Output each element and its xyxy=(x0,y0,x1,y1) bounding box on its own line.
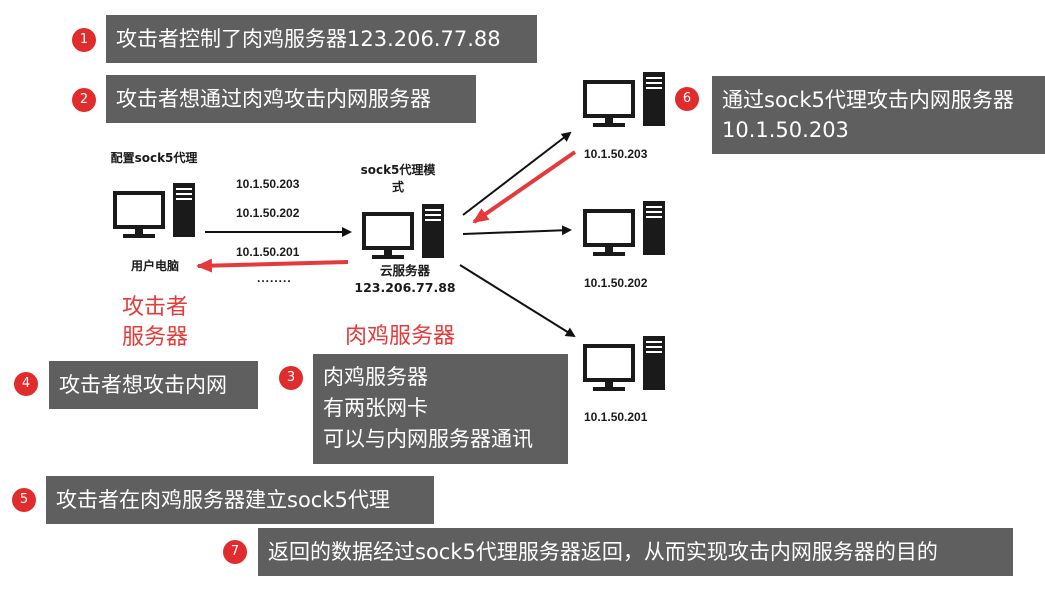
step-7-badge: 7 xyxy=(223,540,247,564)
target-ip-202: 10.1.50.202 xyxy=(584,276,648,290)
link-ip-201: 10.1.50.201 xyxy=(236,245,300,259)
link-ip-203: 10.1.50.203 xyxy=(236,177,300,191)
proxy-bottom-label: 云服务器 123.206.77.88 xyxy=(354,263,456,295)
step-6-badge: 6 xyxy=(675,87,699,111)
target-203-icon xyxy=(583,72,665,127)
arrow-to-202 xyxy=(462,225,572,236)
step-2-callout: 攻击者想通过肉鸡攻击内网服务器 xyxy=(106,75,476,123)
link-ip-ellipsis: ........ xyxy=(257,271,292,285)
attacker-top-label: 配置sock5代理 xyxy=(110,151,198,165)
proxy-top-label: sock5代理模 式 xyxy=(360,163,436,194)
step-4-callout: 攻击者想攻击内网 xyxy=(49,361,258,409)
step-1-callout: 攻击者控制了肉鸡服务器123.206.77.88 xyxy=(106,15,537,63)
target-201-icon xyxy=(583,336,665,391)
target-ip-203: 10.1.50.203 xyxy=(584,147,648,161)
target-202-icon xyxy=(583,201,665,256)
proxy-server-icon xyxy=(362,204,444,259)
step-1-badge: 1 xyxy=(72,28,96,52)
link-ip-202: 10.1.50.202 xyxy=(236,206,300,220)
arrow-to-203 xyxy=(462,131,572,216)
return-arrow-203 xyxy=(472,150,577,224)
attacker-role-label: 攻击者 服务器 xyxy=(121,295,188,350)
step-5-callout: 攻击者在肉鸡服务器建立sock5代理 xyxy=(46,476,434,524)
step-2-badge: 2 xyxy=(72,88,96,112)
attacker-bottom-label: 用户电脑 xyxy=(130,259,179,273)
attacker-computer-icon xyxy=(113,183,195,238)
target-ip-201: 10.1.50.201 xyxy=(584,410,648,424)
arrow-to-201 xyxy=(459,264,576,338)
step-5-badge: 5 xyxy=(12,488,36,512)
step-3-callout: 肉鸡服务器 有两张网卡 可以与内网服务器通讯 xyxy=(313,354,568,464)
response-arrow xyxy=(196,258,349,273)
step-3-badge: 3 xyxy=(279,366,303,390)
step-7-callout: 返回的数据经过sock5代理服务器返回，从而实现攻击内网服务器的目的 xyxy=(258,528,1013,576)
proxy-role-label: 肉鸡服务器 xyxy=(344,324,455,349)
step-4-badge: 4 xyxy=(14,372,38,396)
step-6-callout: 通过sock5代理攻击内网服务器 10.1.50.203 xyxy=(712,76,1045,154)
